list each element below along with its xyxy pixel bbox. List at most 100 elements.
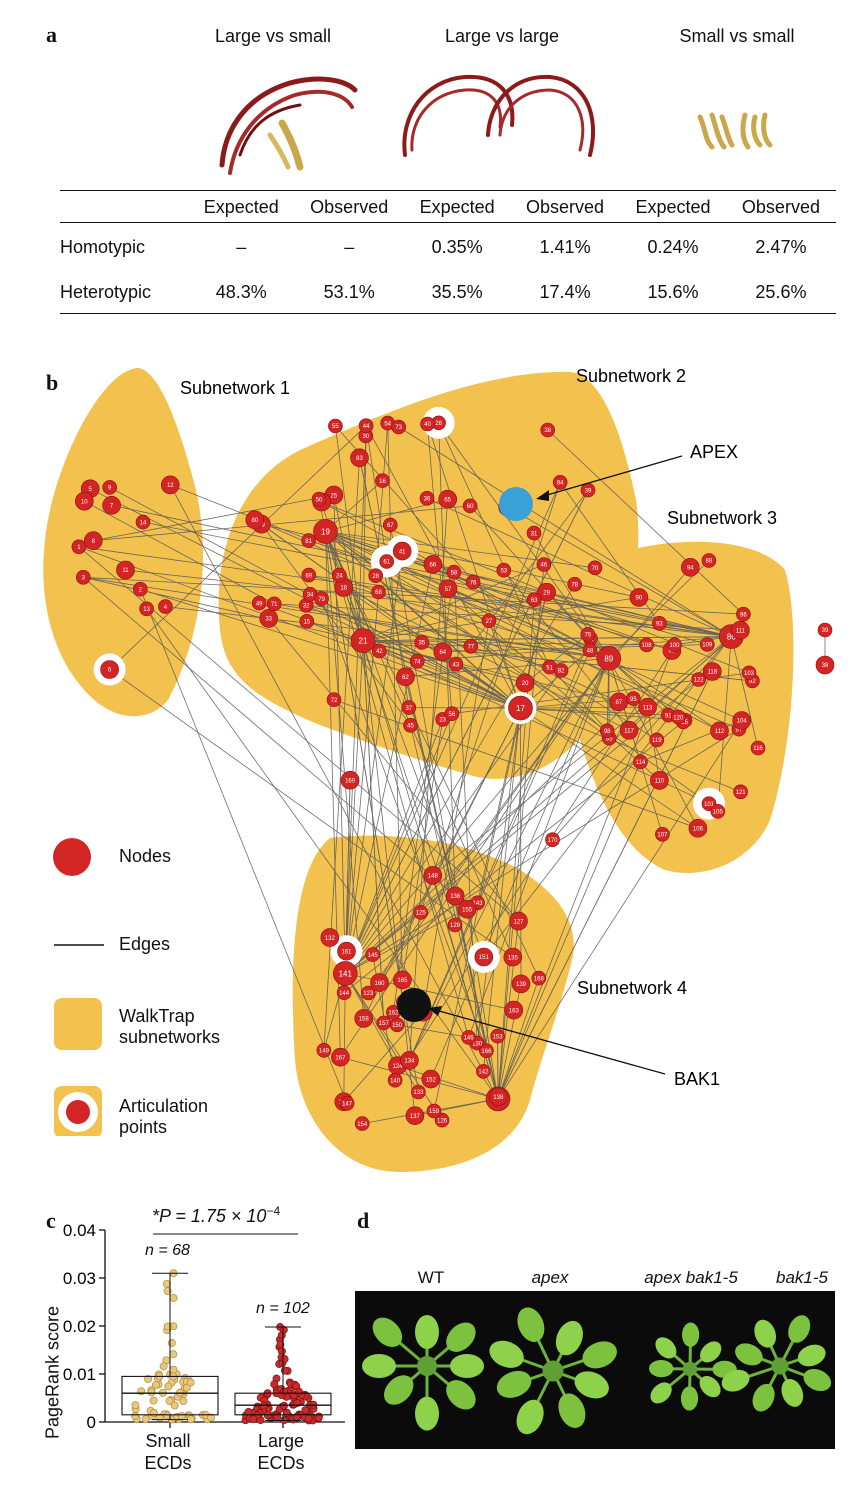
node-label: 88 — [706, 559, 713, 565]
node-label: 146 — [464, 1036, 475, 1042]
network-node: 20 — [515, 673, 535, 693]
network-node: 1 — [71, 539, 87, 555]
data-point — [144, 1374, 153, 1383]
node-label: 48 — [587, 648, 594, 654]
network-node: 27 — [481, 613, 497, 629]
table-cell: 0.35% — [431, 237, 483, 257]
pagerank-boxplot: 00.010.020.030.04 — [63, 1221, 345, 1432]
network-edge — [422, 620, 490, 1013]
node-label: 38 — [544, 428, 551, 434]
table-cell: 0.24% — [647, 237, 699, 257]
node-label: 130 — [472, 1041, 483, 1047]
node-label: 1 — [77, 545, 81, 551]
plant-rosette — [721, 1315, 832, 1412]
node-label: 117 — [624, 729, 634, 735]
network-edge — [140, 588, 521, 709]
network-edge — [367, 658, 610, 994]
node-label: 9 — [108, 486, 112, 492]
network-edge — [466, 909, 499, 1099]
network-edge — [520, 708, 522, 984]
node-label: 4 — [164, 605, 168, 611]
node-label: 95 — [630, 697, 637, 703]
node-label: 67 — [387, 523, 394, 529]
bak1-callout-arrow — [431, 1008, 666, 1075]
network-edge — [344, 640, 364, 974]
data-point — [270, 1380, 279, 1389]
network-node: 160 — [370, 973, 389, 992]
node-label: 55 — [332, 424, 339, 430]
structure-large-vs-small — [219, 76, 358, 175]
network-node: 151 — [474, 947, 494, 967]
network-node: 71 — [266, 596, 282, 612]
n-label-large: n = 102 — [256, 1300, 310, 1317]
network-node: 119 — [649, 732, 665, 748]
network-node: 113 — [638, 697, 657, 717]
network-edge — [608, 657, 720, 732]
legend-edges-label: Edges — [119, 934, 171, 954]
network-node: 104 — [732, 711, 752, 730]
network-edge — [379, 658, 610, 983]
network-node: 2 — [133, 581, 148, 597]
interaction-table: Expected Observed Expected Observed Expe… — [60, 190, 836, 314]
apex-callout-arrow — [539, 455, 683, 498]
subnetwork-2-label: Subnetwork 2 — [576, 366, 686, 386]
network-edge — [483, 708, 521, 1072]
network-node: 134 — [400, 1051, 419, 1070]
network-edge — [497, 650, 673, 1100]
node-label: 36 — [424, 497, 431, 503]
node-label: 157 — [379, 1021, 390, 1027]
network-edge — [323, 457, 360, 1051]
network-node: 6 — [100, 660, 119, 679]
node-label: 27 — [486, 619, 493, 625]
table-cell: Homotypic — [60, 237, 146, 257]
data-point — [149, 1409, 158, 1417]
network-node: 10 — [75, 491, 94, 511]
network-node: 149 — [316, 1042, 332, 1058]
node-label: 21 — [359, 637, 368, 646]
network-edge — [343, 719, 686, 994]
network-node: 49 — [251, 595, 267, 611]
network-edge — [524, 634, 589, 684]
node-label: 73 — [395, 425, 402, 431]
significance-text: *P = 1.75 × 10 — [152, 1206, 267, 1226]
node-label: 108 — [642, 643, 653, 649]
network-node: 19 — [313, 519, 338, 544]
table-cell: – — [236, 237, 247, 257]
network-edge — [397, 1024, 469, 1038]
panel-a-title-small-small: Small vs small — [679, 26, 795, 46]
network-node: 75 — [580, 627, 596, 642]
network-edge — [497, 671, 713, 1100]
node-label: 142 — [478, 1070, 489, 1076]
data-point — [314, 1414, 323, 1422]
network-node: 168 — [531, 970, 547, 986]
network-node: 87 — [609, 692, 629, 712]
node-label: 150 — [392, 1023, 403, 1029]
network-node: 165 — [393, 970, 412, 990]
network-node: 155 — [457, 899, 477, 919]
network-node: 158 — [354, 1009, 374, 1028]
table-row: Heterotypic 48.3% 53.1% 35.5% 17.4% 15.6… — [60, 268, 836, 314]
network-node: 21 — [350, 628, 376, 654]
network-node: 121 — [733, 784, 748, 800]
node-label: 80 — [251, 518, 258, 524]
network-edge — [476, 708, 521, 1044]
node-label: 64 — [439, 650, 446, 656]
network-node: 112 — [710, 721, 729, 741]
network-edge — [83, 576, 609, 659]
apex-callout-label: APEX — [690, 442, 738, 462]
node-label: 85 — [606, 736, 613, 742]
data-point — [301, 1406, 310, 1415]
node-label: 11 — [122, 568, 129, 574]
node-label: 155 — [462, 907, 473, 913]
table-cell: 25.6% — [725, 268, 836, 314]
network-edge — [344, 567, 691, 974]
network-node: 98 — [599, 723, 615, 739]
node-label: 46 — [541, 563, 548, 569]
network-node: 11 — [116, 560, 135, 580]
network-edge — [343, 587, 630, 731]
network-node: 150 — [389, 1017, 405, 1033]
network-edge — [340, 1056, 499, 1100]
node-label: 31 — [531, 531, 538, 537]
network-node: 74 — [409, 653, 425, 669]
network-node: 33 — [259, 609, 279, 628]
